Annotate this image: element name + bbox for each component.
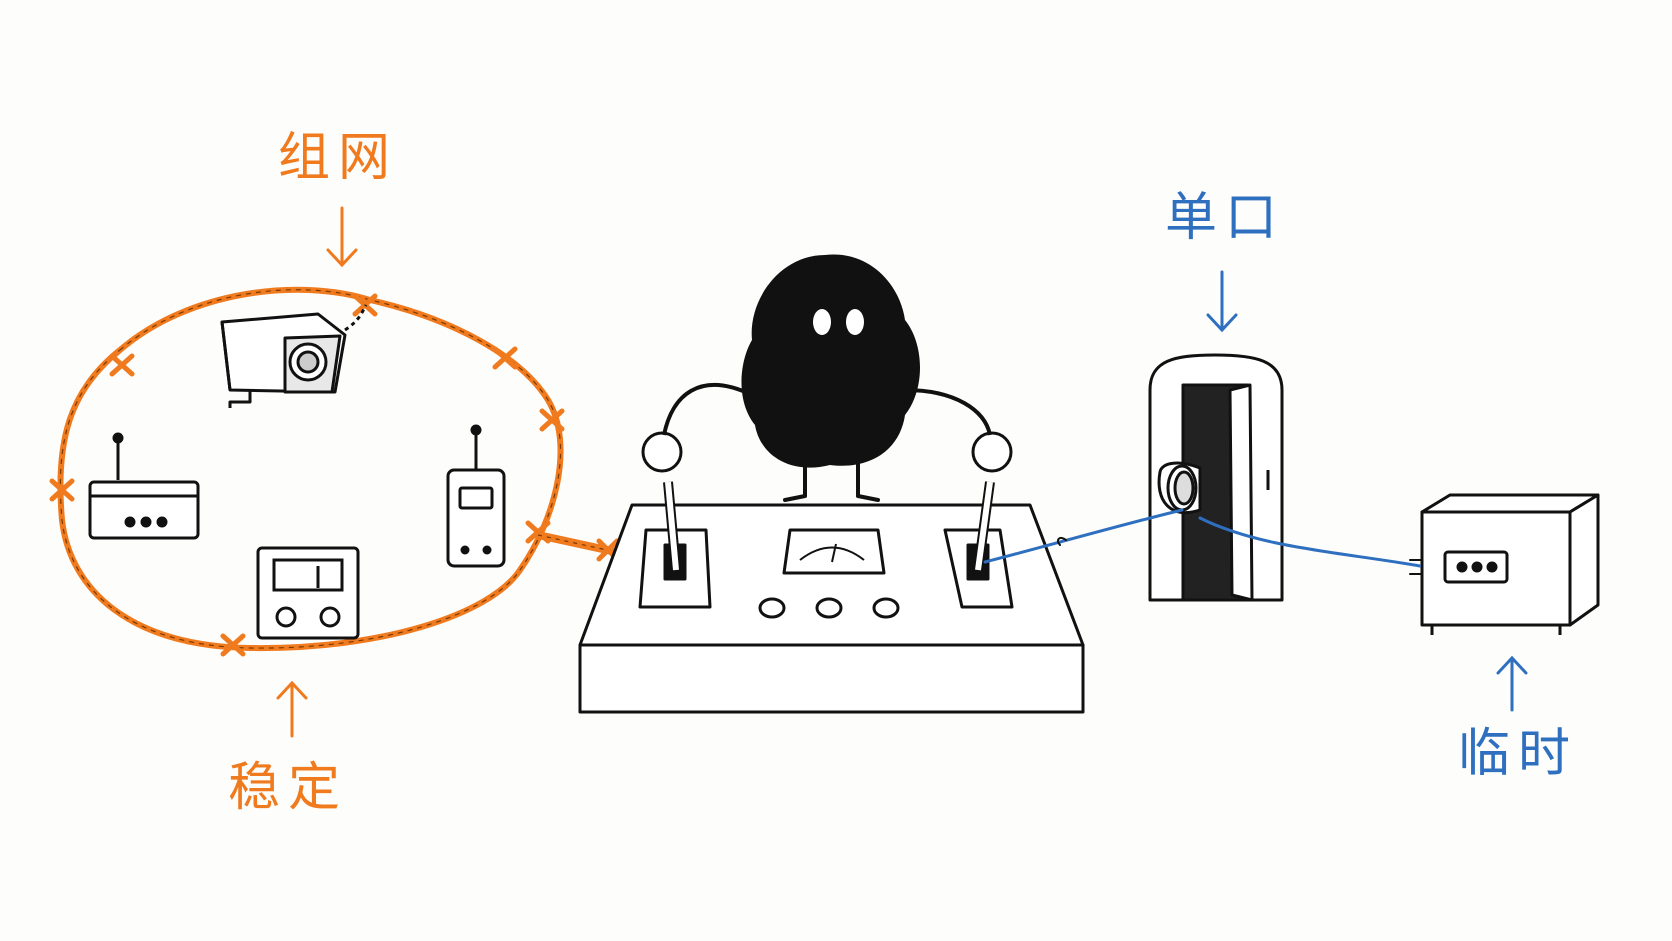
blob-character xyxy=(662,254,992,502)
meter-box-icon xyxy=(256,546,360,640)
knot xyxy=(109,353,135,377)
arrow-down-single-port xyxy=(1206,270,1238,333)
arrow-up-temporary xyxy=(1496,655,1528,712)
right-lever xyxy=(971,431,1013,571)
knot xyxy=(492,346,518,370)
left-lever xyxy=(641,431,683,571)
label-stable: 稳定 xyxy=(228,758,349,818)
arrow-up-stable xyxy=(276,680,308,738)
storage-box-icon xyxy=(1420,493,1600,635)
knot xyxy=(220,633,246,657)
knot xyxy=(49,478,75,502)
label-mesh: 组网 xyxy=(278,128,399,188)
label-temporary: 临时 xyxy=(1458,724,1579,784)
camera-icon xyxy=(220,304,368,408)
arrow-down-mesh xyxy=(326,206,358,268)
handheld-device-icon xyxy=(446,424,506,568)
doorway-portal xyxy=(1148,353,1284,602)
label-single-port: 单口 xyxy=(1165,188,1286,248)
knot xyxy=(539,408,565,432)
blue-cable xyxy=(983,508,1423,575)
control-console xyxy=(578,503,1085,714)
router-icon xyxy=(88,432,200,540)
